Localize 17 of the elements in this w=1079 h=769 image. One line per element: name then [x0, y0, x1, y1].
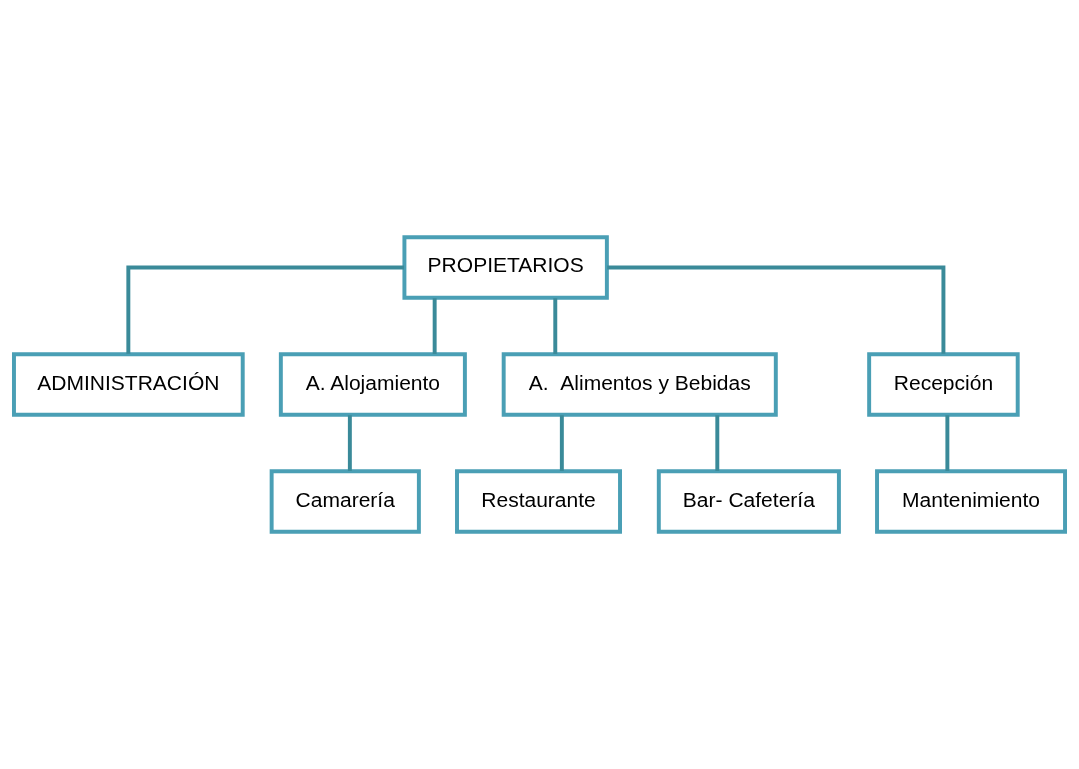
connector — [715, 415, 720, 471]
connector — [607, 265, 946, 354]
node-box: ADMINISTRACIÓN — [12, 352, 245, 417]
connector — [432, 298, 437, 354]
connector — [126, 265, 405, 354]
node-box: Mantenimiento — [875, 469, 1067, 534]
connector — [553, 298, 558, 354]
node-box: A. Alojamiento — [278, 352, 467, 417]
node-box: Camarería — [269, 469, 421, 534]
connector — [347, 415, 352, 471]
node-box: A. Alimentos y Bebidas — [501, 352, 778, 417]
node-box: Restaurante — [455, 469, 622, 534]
connector — [559, 415, 564, 471]
connector — [945, 415, 950, 471]
node-box: Bar- Cafetería — [656, 469, 841, 534]
node-box: Recepción — [867, 352, 1020, 417]
node-box: PROPIETARIOS — [402, 235, 609, 300]
